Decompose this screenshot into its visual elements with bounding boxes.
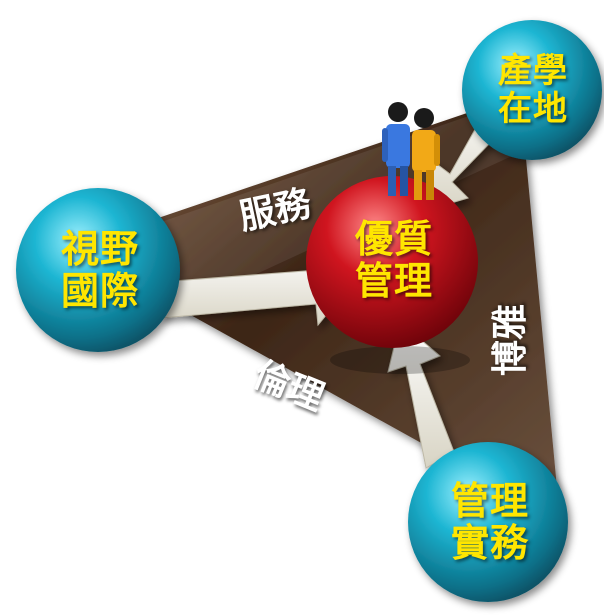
sphere-left: [16, 188, 180, 352]
sphere-left-label: 視野 國際: [52, 228, 148, 312]
sphere-left-line2: 國際: [60, 269, 139, 313]
center-sphere-shadow: [330, 346, 470, 374]
sphere-top-right: [462, 20, 602, 160]
sphere-bottom-right-line2: 實務: [450, 521, 529, 565]
sphere-bottom-right: [408, 442, 568, 602]
people-figures-icon: [382, 102, 440, 200]
edge-label-right: 博雅: [490, 303, 531, 376]
center-sphere-line2: 管理: [354, 259, 433, 303]
sphere-bottom-right-line1: 管理: [450, 479, 529, 523]
center-sphere-label: 優質 管理: [346, 218, 442, 302]
center-sphere-line1: 優質: [354, 217, 433, 261]
sphere-top-right-line1: 產學: [498, 51, 568, 91]
center-sphere: [306, 176, 478, 348]
sphere-bottom-right-label: 管理 實務: [442, 480, 538, 564]
sphere-left-line1: 視野: [60, 227, 139, 271]
sphere-top-right-label: 產學 在地: [492, 52, 574, 128]
sphere-top-right-line2: 在地: [498, 89, 568, 129]
